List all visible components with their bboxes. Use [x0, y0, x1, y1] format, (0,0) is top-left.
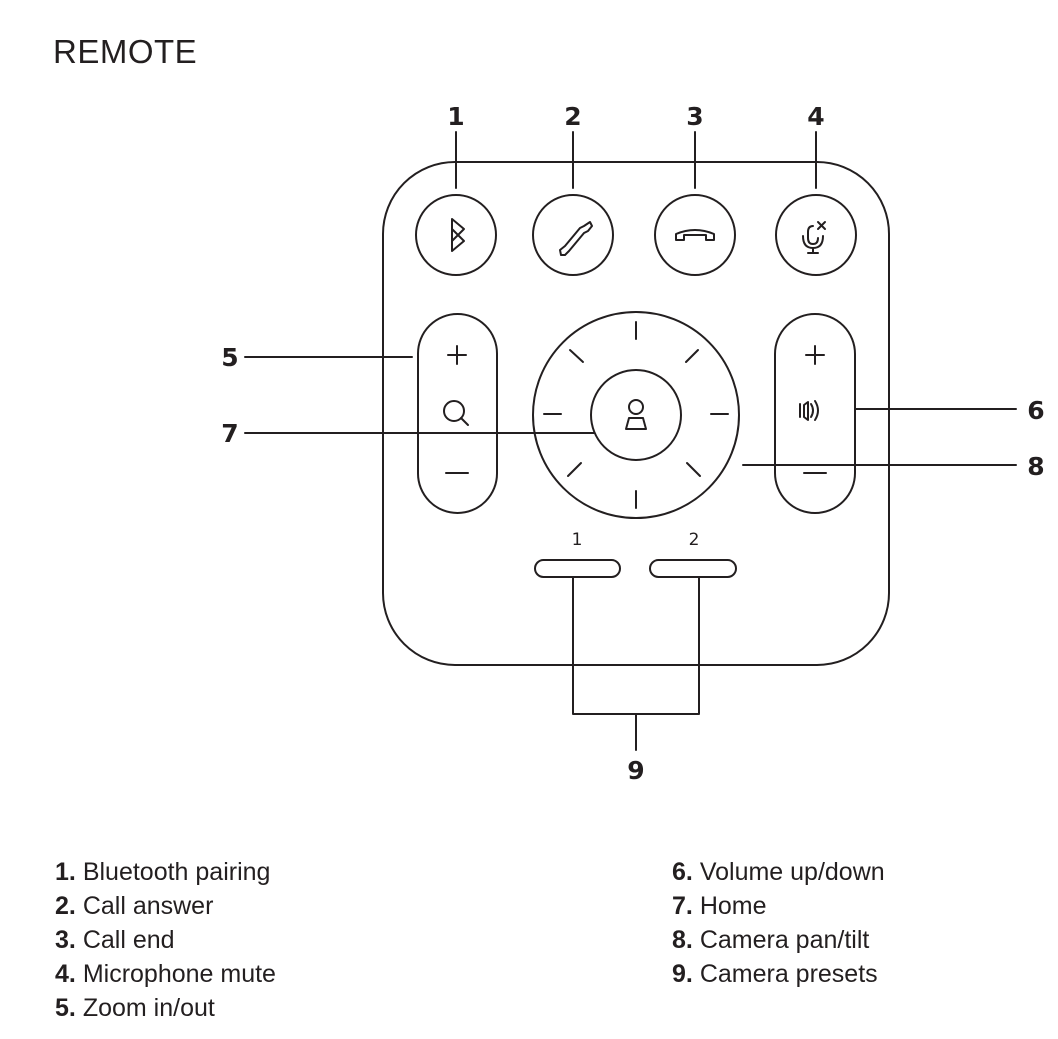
- callout-9: 9: [627, 756, 644, 785]
- callout-2: 2: [564, 102, 581, 131]
- zoom-control: [417, 313, 498, 514]
- legend-item: 8. Camera pan/tilt: [672, 926, 870, 954]
- callout-7: 7: [221, 419, 238, 448]
- callout-5: 5: [221, 343, 238, 372]
- dpad-ticks: [543, 321, 729, 509]
- zoom-in-button[interactable]: [447, 345, 467, 365]
- page-title: REMOTE: [53, 33, 198, 70]
- legend-item: 1. Bluetooth pairing: [55, 858, 271, 886]
- legend-item: 4. Microphone mute: [55, 960, 276, 988]
- mic-mute-button[interactable]: [775, 194, 857, 276]
- zoom-pill: [417, 313, 498, 514]
- callout-1: 1: [447, 102, 464, 131]
- remote-body: [382, 161, 890, 666]
- volume-pill: [774, 313, 856, 514]
- dpad-up-left[interactable]: [569, 349, 584, 363]
- callout-6: 6: [1027, 396, 1044, 425]
- preset-1-button[interactable]: [534, 559, 621, 578]
- callout-3: 3: [686, 102, 703, 131]
- magnifier-icon: [443, 400, 469, 426]
- legend-item: 5. Zoom in/out: [55, 994, 215, 1022]
- speaker-icon: [799, 400, 819, 421]
- preset-2-label: 2: [689, 530, 700, 550]
- dpad-ring[interactable]: [532, 311, 740, 519]
- phone-answer-icon: [559, 221, 593, 256]
- callout-4: 4: [807, 102, 824, 131]
- legend-left: 1. Bluetooth pairing 2. Call answer 3. C…: [55, 855, 276, 1025]
- callout-bracket-9: [572, 576, 700, 715]
- dpad-up-right[interactable]: [685, 349, 699, 363]
- legend-item: 9. Camera presets: [672, 960, 878, 988]
- camera-dpad[interactable]: [532, 311, 740, 519]
- callout-8: 8: [1027, 452, 1044, 481]
- call-end-button[interactable]: [654, 194, 736, 276]
- dpad-down-right[interactable]: [686, 462, 701, 477]
- home-button[interactable]: [590, 369, 682, 461]
- preset-1-label: 1: [572, 530, 583, 550]
- mic-mute-icon: [802, 221, 826, 254]
- preset-2-button[interactable]: [649, 559, 737, 578]
- legend-item: 6. Volume up/down: [672, 858, 885, 886]
- volume-control: [774, 313, 856, 514]
- legend-right: 6. Volume up/down 7. Home 8. Camera pan/…: [672, 855, 885, 991]
- bluetooth-button[interactable]: [415, 194, 497, 276]
- phone-hangup-icon: [675, 229, 715, 241]
- volume-up-button[interactable]: [805, 345, 825, 365]
- camera-home-icon: [625, 399, 647, 430]
- legend-item: 2. Call answer: [55, 892, 214, 920]
- legend-item: 7. Home: [672, 892, 767, 920]
- legend-item: 3. Call end: [55, 926, 175, 954]
- call-answer-button[interactable]: [532, 194, 614, 276]
- bluetooth-icon: [451, 218, 465, 252]
- dpad-down-left[interactable]: [567, 462, 582, 477]
